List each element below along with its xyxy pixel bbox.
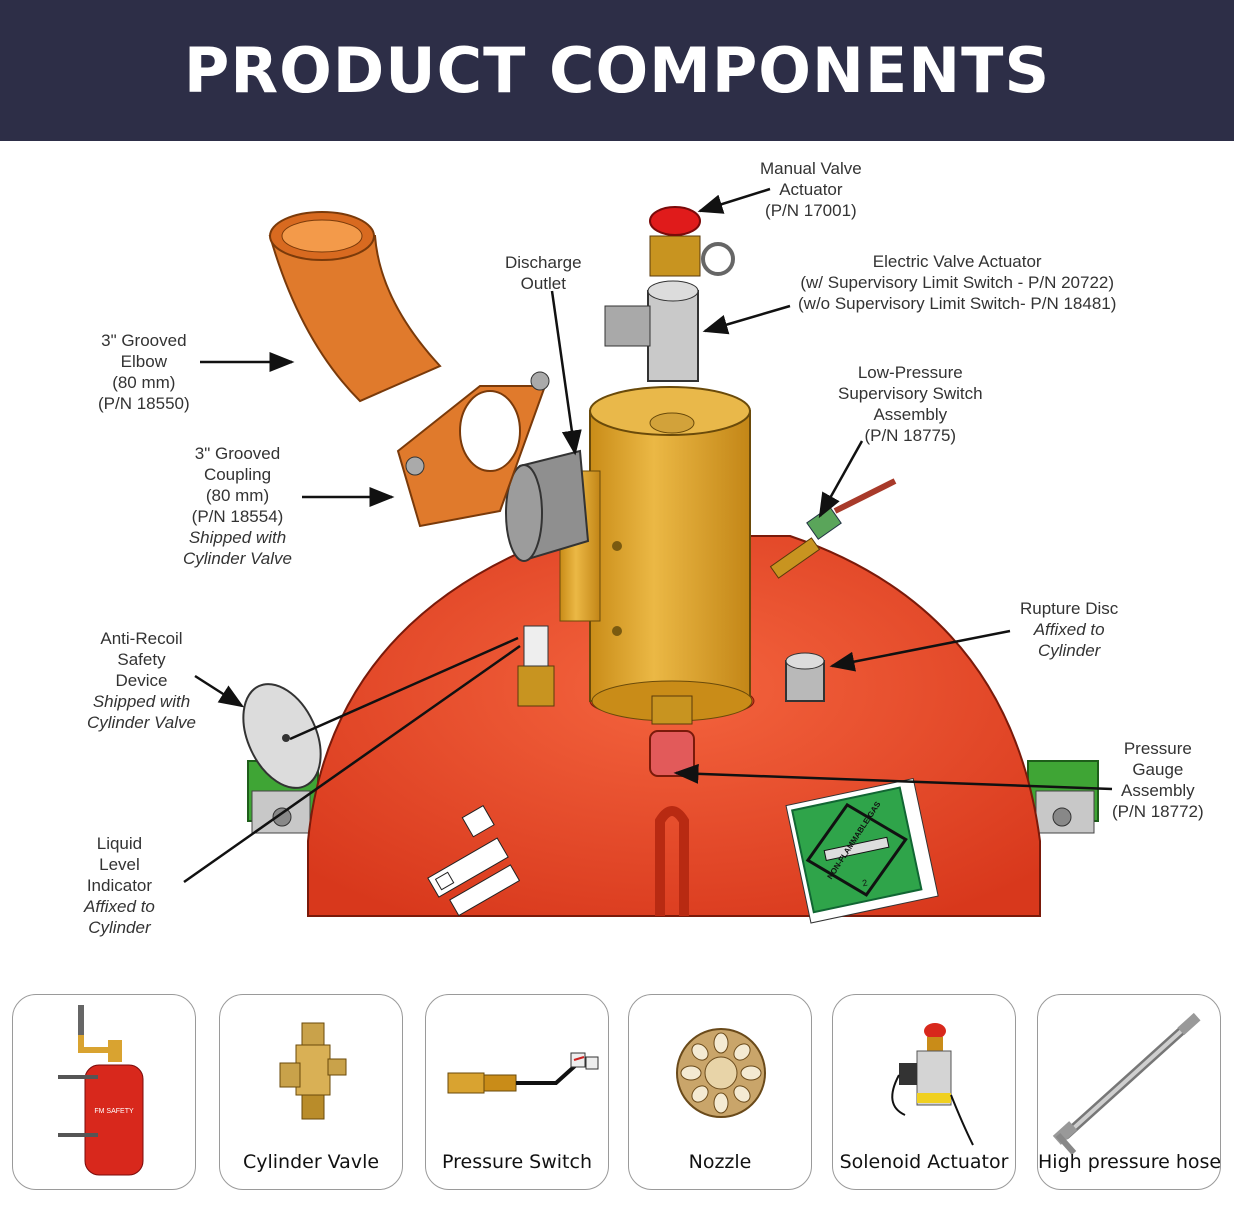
label-grooved-elbow: 3" Grooved Elbow (80 mm) (P/N 18550) (98, 331, 190, 413)
cylinder-valve-icon (279, 1022, 347, 1120)
product-caption: Pressure Switch (442, 1151, 592, 1173)
label-discharge-outlet: Discharge Outlet (505, 253, 582, 293)
cylinder-system-icon: FM SAFETY (58, 1005, 144, 1176)
svg-text:FM SAFETY: FM SAFETY (94, 1108, 134, 1115)
gas-decal: NON-FLAMMABLE GAS 2 (785, 777, 939, 924)
solenoid-actuator-icon (891, 1023, 974, 1146)
label-manual-valve-actuator: Manual Valve Actuator (P/N 17001) (760, 159, 862, 220)
page-title: PRODUCT COMPONENTS (183, 34, 1051, 107)
grooved-coupling (396, 371, 550, 528)
anti-recoil-device (242, 683, 322, 789)
label-grooved-coupling: 3" Grooved Coupling (80 mm) (P/N 18554) … (183, 444, 292, 568)
product-card-cylinder-valve[interactable]: Cylinder Vavle (219, 994, 403, 1190)
product-card-pressure-switch[interactable]: Pressure Switch (425, 994, 609, 1190)
discharge-outlet (505, 449, 590, 562)
product-card-solenoid-actuator[interactable]: Solenoid Actuator (832, 994, 1016, 1190)
product-caption: Nozzle (688, 1151, 752, 1173)
component-diagram: NON-FLAMMABLE GAS 2 (0, 141, 1234, 961)
label-electric-valve-actuator: Electric Valve Actuator (w/ Supervisory … (798, 252, 1117, 313)
diagram-illustration: NON-FLAMMABLE GAS 2 (183, 187, 1113, 924)
leader-lines (183, 187, 1113, 884)
hose-icon (1052, 1012, 1201, 1155)
label-liquid-level: Liquid Level Indicator Affixed to Cylind… (84, 834, 155, 937)
valve-assembly (505, 206, 897, 777)
nozzle-icon (676, 1028, 766, 1118)
svg-text:2: 2 (861, 878, 868, 889)
product-cards: FM SAFETY Cylinder Vavle Pressure Switch (0, 990, 1234, 1200)
header-banner: PRODUCT COMPONENTS (0, 0, 1234, 141)
product-card-high-pressure-hose[interactable]: High pressure hose (1037, 994, 1221, 1190)
label-rupture-disc: Rupture Disc Affixed to Cylinder (1020, 599, 1119, 660)
pressure-switch-icon (447, 1052, 599, 1094)
label-pressure-gauge: Pressure Gauge Assembly (P/N 18772) (1112, 739, 1204, 821)
product-caption: Cylinder Vavle (242, 1151, 380, 1173)
label-anti-recoil: Anti-Recoil Safety Device Shipped with C… (87, 629, 196, 732)
grooved-elbow (268, 211, 442, 403)
product-card-cylinder-system[interactable]: FM SAFETY (12, 994, 196, 1190)
label-low-pressure-switch: Low-Pressure Supervisory Switch Assembly… (838, 363, 983, 445)
cylinder-body: NON-FLAMMABLE GAS 2 (247, 535, 1099, 924)
product-caption: High pressure hose (1038, 1151, 1221, 1173)
product-caption: Solenoid Actuator (839, 1151, 1009, 1173)
product-card-nozzle[interactable]: Nozzle (628, 994, 812, 1190)
